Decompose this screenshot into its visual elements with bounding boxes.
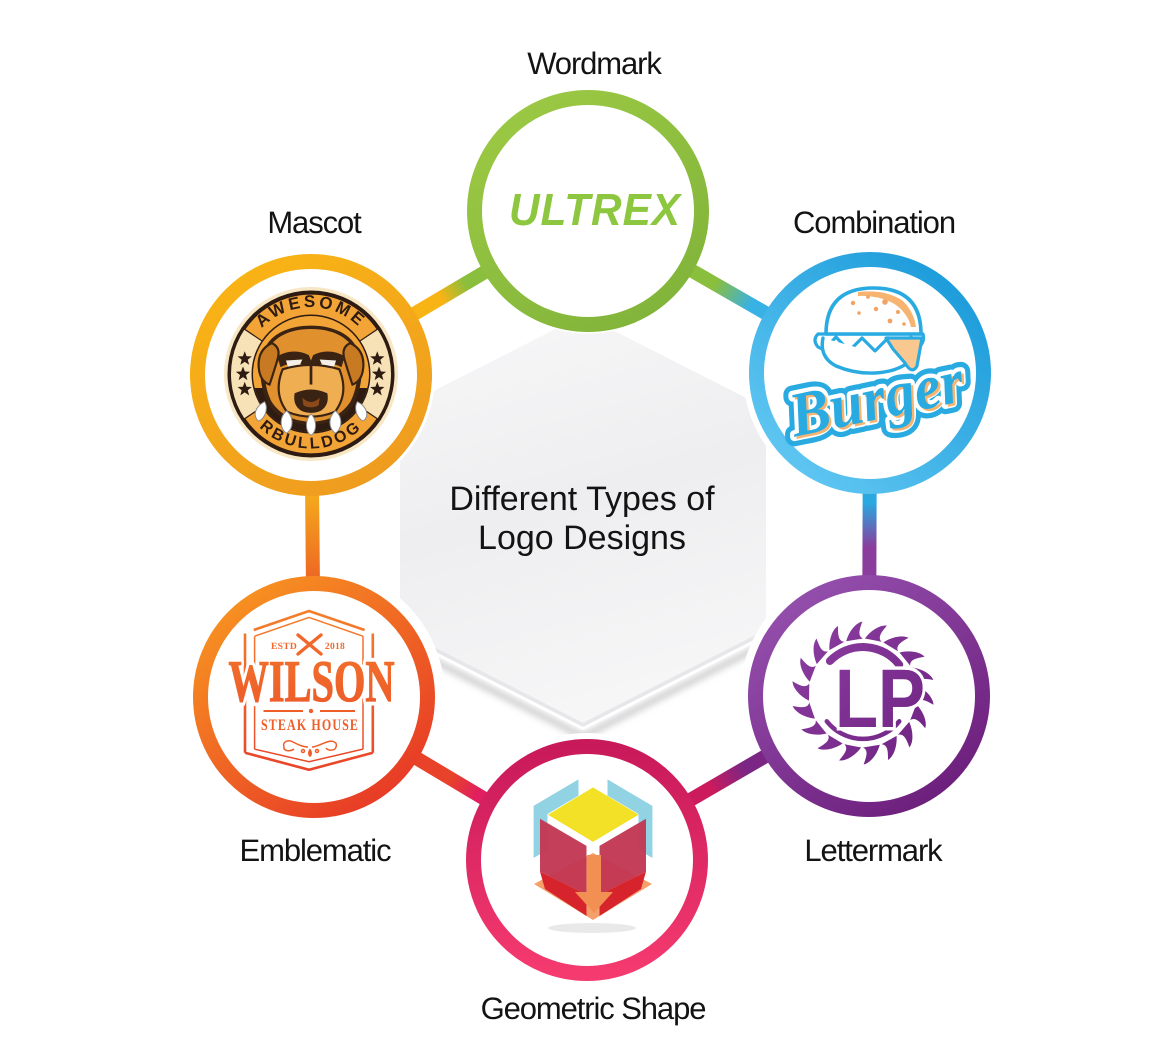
svg-text:LP: LP bbox=[835, 652, 925, 745]
svg-text:WILSON: WILSON bbox=[229, 648, 395, 714]
svg-text:LP: LP bbox=[835, 652, 925, 745]
svg-text:Mascot: Mascot bbox=[267, 205, 362, 240]
svg-text:Wordmark: Wordmark bbox=[527, 46, 662, 81]
svg-text:Geometric Shape: Geometric Shape bbox=[481, 991, 706, 1026]
svg-text:STEAK HOUSE: STEAK HOUSE bbox=[261, 717, 359, 734]
svg-text:ULTREX: ULTREX bbox=[509, 184, 683, 235]
svg-text:ESTD: ESTD bbox=[271, 642, 297, 652]
svg-text:Combination: Combination bbox=[793, 205, 955, 240]
svg-text:WILSON: WILSON bbox=[229, 648, 395, 714]
svg-text:2018: 2018 bbox=[325, 642, 345, 652]
svg-text:Different Types of: Different Types of bbox=[449, 480, 715, 518]
svg-text:Lettermark: Lettermark bbox=[804, 833, 943, 868]
svg-text:Emblematic: Emblematic bbox=[240, 833, 392, 868]
svg-text:Logo Designs: Logo Designs bbox=[478, 519, 686, 557]
